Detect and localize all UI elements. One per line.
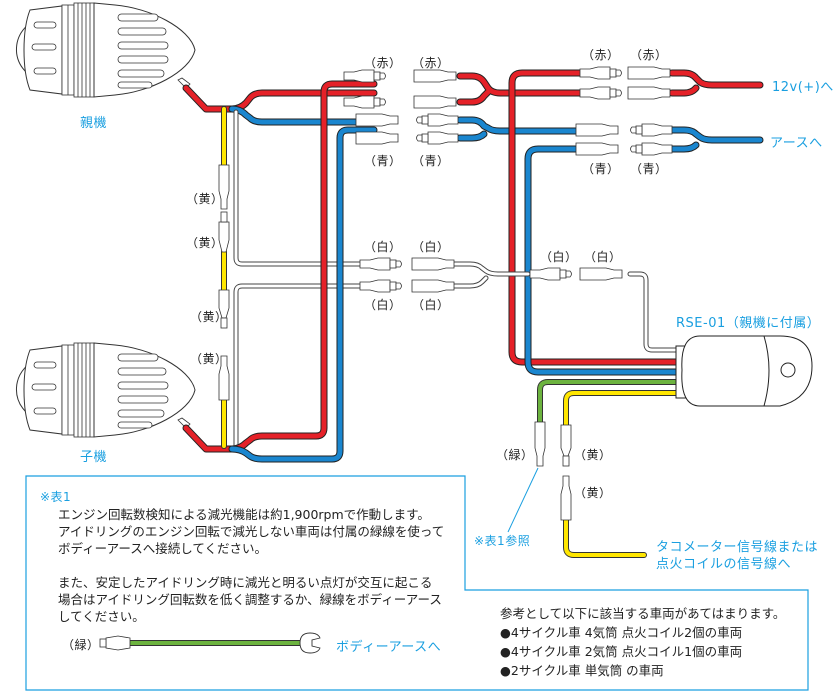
green-label: （緑） bbox=[62, 638, 100, 652]
white-label: （白） bbox=[584, 250, 622, 264]
signal-destination-line1: タコメーター信号線または bbox=[656, 540, 819, 555]
white-label: （白） bbox=[540, 250, 578, 264]
note-line: してください。 bbox=[58, 609, 145, 624]
table-ref-leader bbox=[507, 467, 539, 533]
yellow-label: （黄） bbox=[186, 192, 224, 206]
reference-intro: 参考として以下に該当する車両があてはまります。 bbox=[500, 606, 786, 621]
controller-green-wire bbox=[537, 379, 679, 433]
yellow-label: （黄） bbox=[190, 310, 228, 324]
positive-destination: 12v(+)へ bbox=[772, 80, 834, 95]
note-line: ボディーアースへ接続してください。 bbox=[58, 541, 268, 556]
blue-label: （青） bbox=[364, 154, 402, 168]
note-title: ※表1 bbox=[40, 490, 72, 504]
slave-light-icon bbox=[15, 342, 196, 438]
controller-label: RSE-01（親機に付属） bbox=[676, 316, 821, 331]
controller-white-wire bbox=[627, 271, 679, 353]
red-label: （赤） bbox=[630, 48, 668, 62]
red-label: （赤） bbox=[412, 56, 450, 70]
slave-blue-wire bbox=[228, 126, 378, 463]
master-light-label: 親機 bbox=[80, 116, 108, 131]
note-body: エンジン回転数検知による減光機能は約1,900rpmで作動します。 アイドリング… bbox=[58, 506, 444, 625]
reference-item: ●2サイクル車 単気筒 の車両 bbox=[500, 663, 664, 678]
ground-destination: アースへ bbox=[770, 136, 823, 151]
yellow-label: （黄） bbox=[574, 486, 612, 500]
note-line: 場合はアイドリング回転数を低く調整するか、緑線をボディーアース bbox=[58, 592, 442, 607]
yellow-label: （黄） bbox=[190, 352, 228, 366]
slave-light-label: 子機 bbox=[80, 450, 108, 465]
signal-destination-line2: 点火コイルの信号線へ bbox=[656, 557, 792, 572]
reference-list: 参考として以下に該当する車両があてはまります。 ●4サイクル車 4気筒 点火コイ… bbox=[500, 604, 785, 680]
white-label: （白） bbox=[364, 298, 402, 312]
blue-label: （青） bbox=[412, 154, 450, 168]
signal-yellow-wire bbox=[563, 517, 647, 558]
red-connectors bbox=[343, 66, 671, 109]
white-label: （白） bbox=[412, 298, 450, 312]
white-label: （白） bbox=[364, 240, 402, 254]
red-label: （赤） bbox=[364, 56, 402, 70]
ring-terminal-icon bbox=[299, 632, 321, 654]
note-line: アイドリングのエンジン回転で減光しない車両は付属の緑線を使って bbox=[58, 524, 445, 539]
reference-item: ●4サイクル車 2気筒 点火コイル1個の車両 bbox=[500, 644, 743, 659]
note-line: エンジン回転数検知による減光機能は約1,900rpmで作動します。 bbox=[58, 507, 430, 522]
yellow-connectors bbox=[218, 164, 572, 521]
white-label: （白） bbox=[412, 240, 450, 254]
green-label: （緑） bbox=[496, 448, 534, 462]
red-label: （赤） bbox=[582, 48, 620, 62]
note-line: また、安定したアイドリング時に減光と明るい点灯が交互に起こる bbox=[58, 575, 433, 590]
body-ground-destination: ボディーアースへ bbox=[336, 640, 442, 655]
green-connectors bbox=[99, 421, 546, 654]
blue-label: （青） bbox=[582, 162, 620, 176]
controller-yellow-wire bbox=[563, 390, 679, 428]
blue-label: （青） bbox=[630, 162, 668, 176]
yellow-label: （黄） bbox=[186, 236, 224, 250]
note-box-outline bbox=[25, 475, 809, 691]
yellow-label: （黄） bbox=[574, 448, 612, 462]
master-light-icon bbox=[15, 2, 196, 98]
red-merge-wire bbox=[456, 72, 584, 106]
controller-unit bbox=[675, 335, 813, 407]
table-ref-label: ※表1参照 bbox=[474, 534, 531, 548]
controller-red-wire bbox=[508, 69, 680, 366]
reference-item: ●4サイクル車 4気筒 点火コイル2個の車両 bbox=[500, 625, 743, 640]
